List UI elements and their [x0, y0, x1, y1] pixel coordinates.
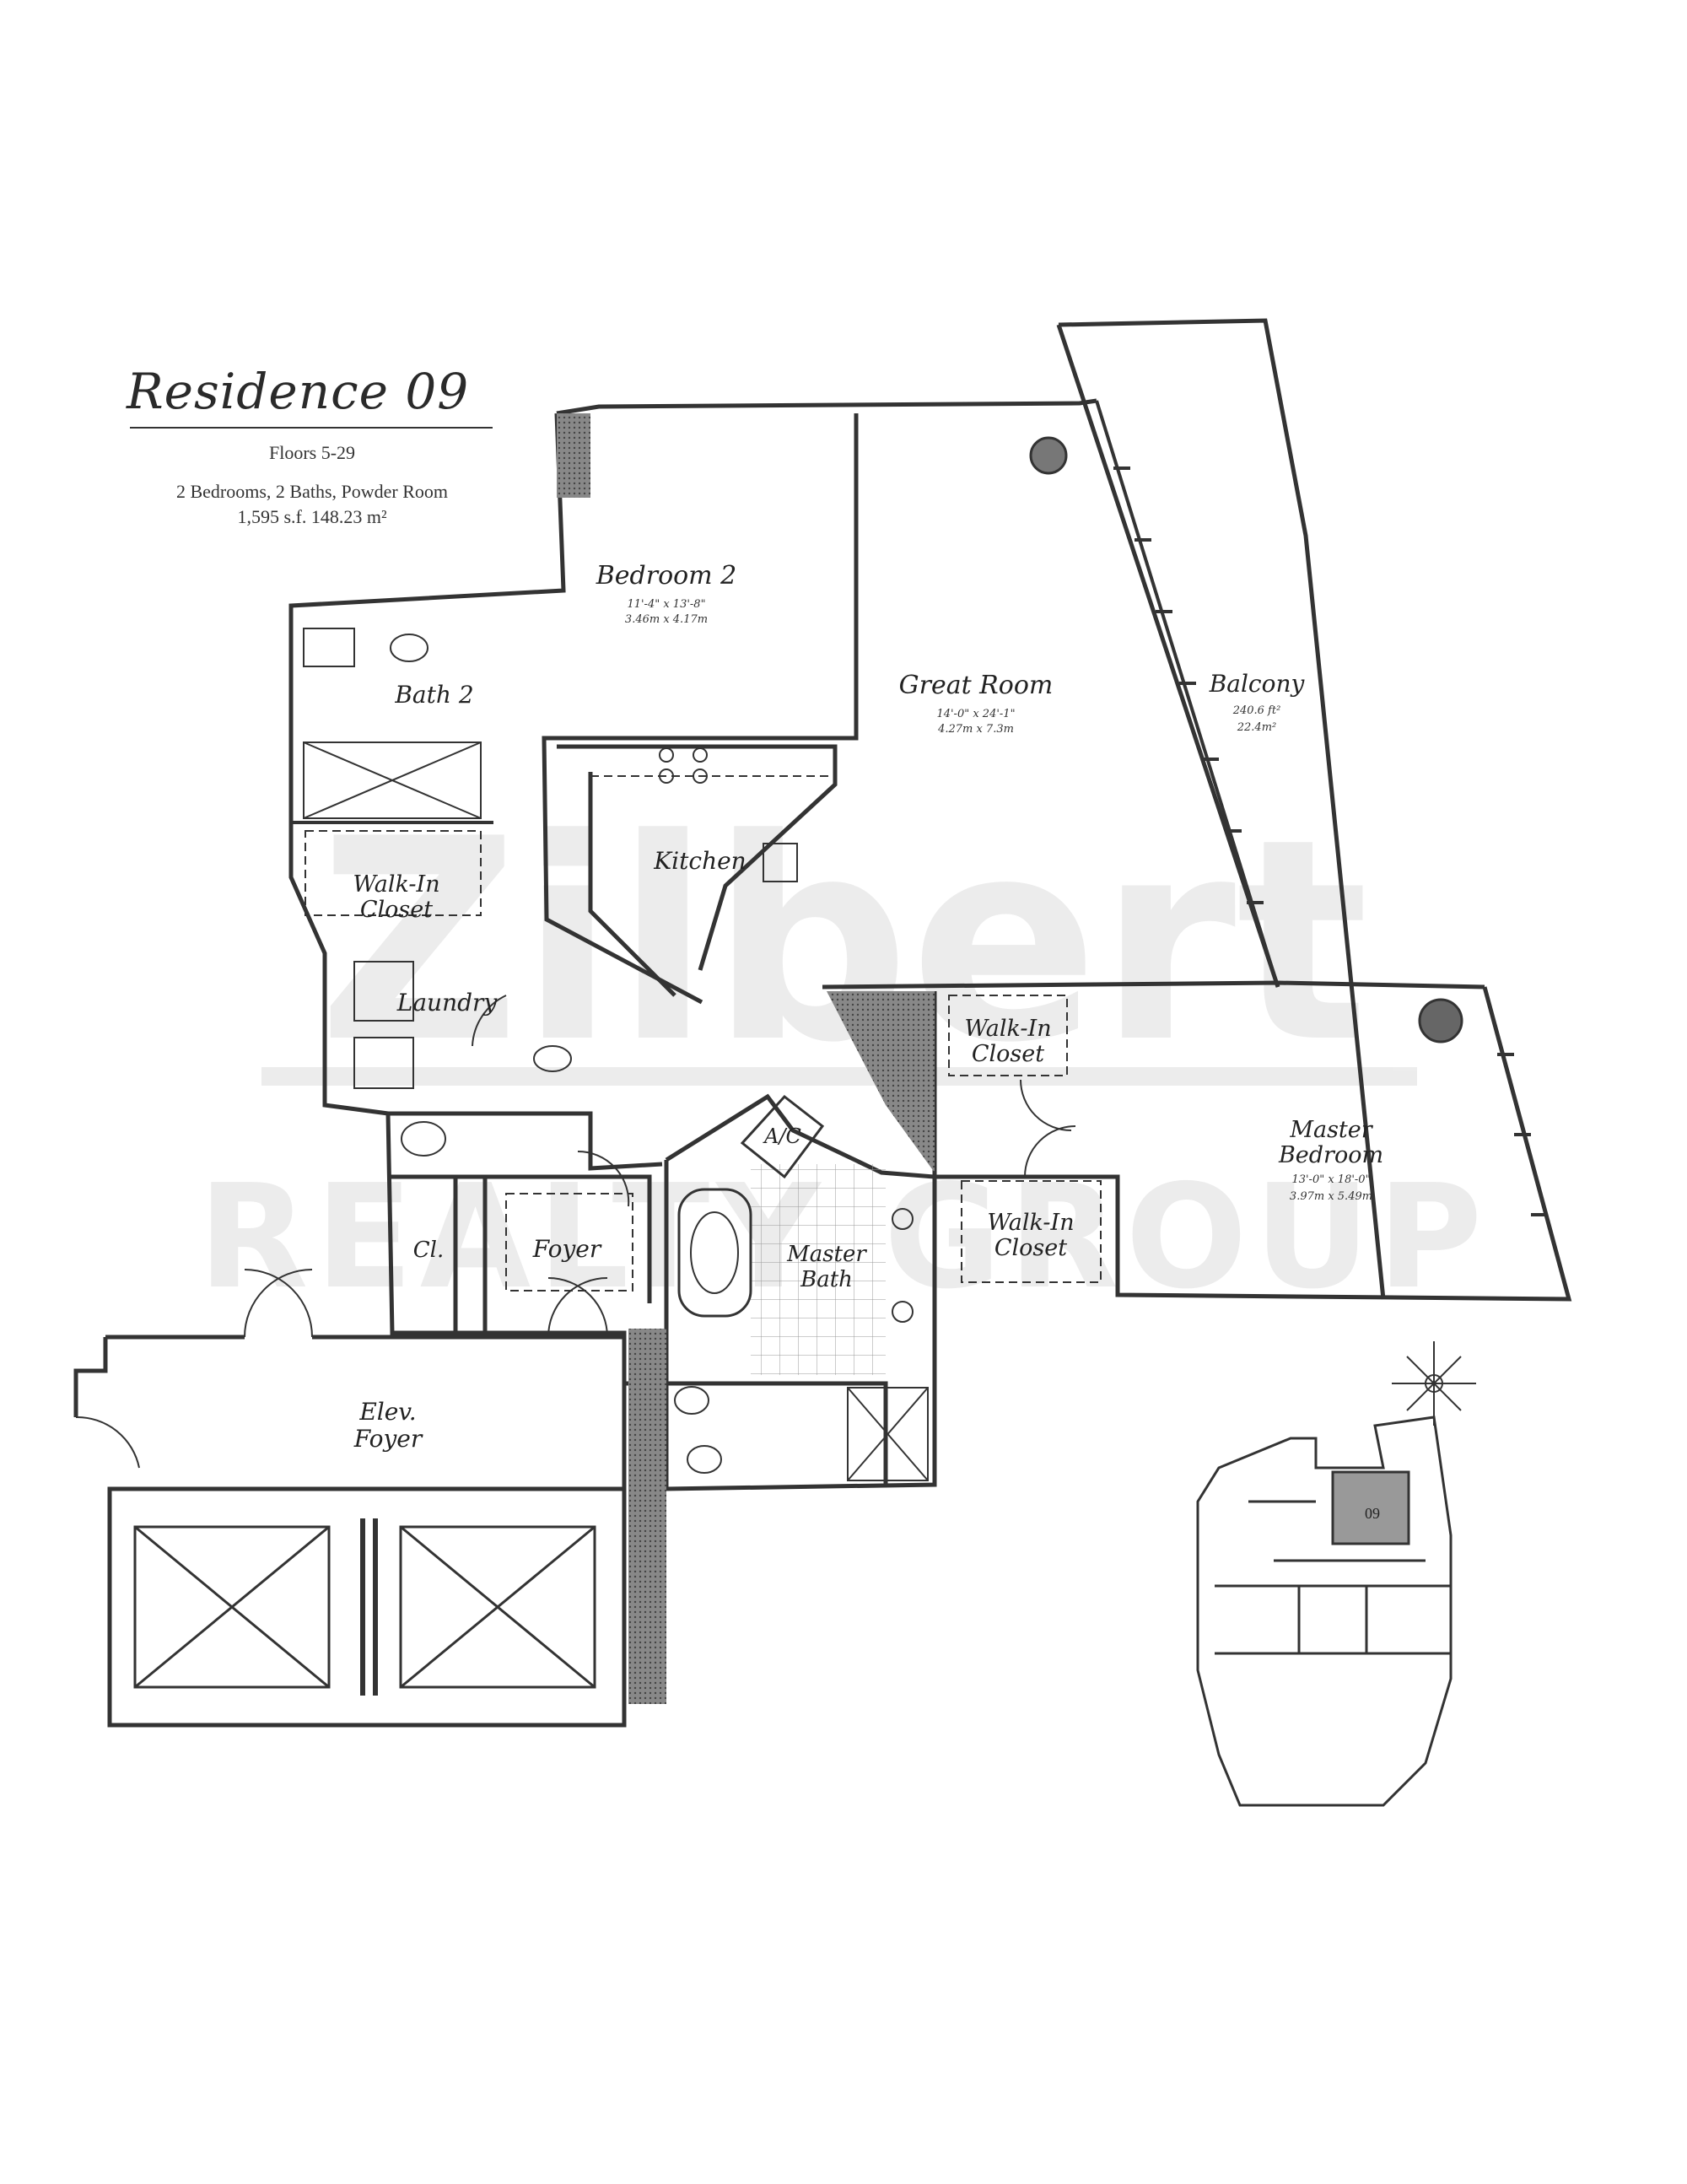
master-bedroom-label-l2: Bedroom	[1278, 1142, 1383, 1168]
core-walls	[388, 1111, 663, 1333]
bedroom2-walls	[542, 413, 859, 1005]
walkin-closet-1-label-l2: Closet	[360, 897, 433, 923]
master-bath-fixtures	[674, 1094, 929, 1481]
bath2-label: Bath 2	[394, 681, 473, 709]
walkin-closet-3-label-l2: Closet	[994, 1235, 1067, 1261]
master-bath-walls	[664, 1093, 937, 1491]
balcony-dim-ft: 240.6 ft²	[1232, 704, 1281, 717]
walkin-closet-3-label-l1: Walk-In	[987, 1210, 1074, 1236]
round-column-2	[1418, 998, 1463, 1043]
great-room-label: Great Room	[899, 671, 1054, 700]
great-room-dim-m: 4.27m x 7.3m	[937, 723, 1014, 736]
elevators	[133, 1518, 596, 1696]
column-north	[557, 413, 590, 498]
elev-foyer-label-l1: Elev.	[358, 1398, 416, 1426]
unit-area: 1,595 s.f. 148.23 m²	[237, 506, 387, 527]
room-labels: Bedroom 2 11'-4" x 13'-8" 3.46m x 4.17m …	[353, 561, 1383, 1453]
column-closet	[827, 991, 935, 1173]
floors-label: Floors 5-29	[268, 442, 356, 463]
key-plan: 09	[1196, 1416, 1453, 1807]
great-room-dim-ft: 14'-0" x 24'-1"	[936, 708, 1015, 720]
door-swings	[75, 995, 1076, 1469]
elevator-car-2	[399, 1525, 596, 1689]
walkin-closet-2-label-l2: Closet	[972, 1041, 1044, 1067]
bath2-fixtures	[291, 628, 493, 824]
master-bath-label-l1: Master	[786, 1242, 867, 1267]
walkin-closet-2-label-l1: Walk-In	[964, 1016, 1051, 1042]
master-bedroom-dim-ft: 13'-0" x 18'-0"	[1291, 1173, 1370, 1186]
kitchen-counter	[557, 744, 838, 997]
master-bedroom-label-l1: Master	[1289, 1117, 1373, 1143]
laundry-fixtures	[353, 961, 572, 1157]
bedroom2-label: Bedroom 2	[596, 561, 737, 590]
foyer-label: Foyer	[532, 1235, 602, 1263]
residence-title: Residence 09	[127, 363, 470, 420]
east-wall	[1056, 318, 1386, 1300]
kitchen-label: Kitchen	[653, 847, 746, 875]
round-column-1	[1029, 436, 1068, 475]
elevator-foyer-walls	[73, 1335, 627, 1704]
title-block: Residence 09 Floors 5-29 2 Bedrooms, 2 B…	[127, 363, 498, 530]
key-plan-unit-label: 09	[1365, 1505, 1380, 1522]
bedroom2-dim-m: 3.46m x 4.17m	[625, 613, 708, 626]
balcony-rail	[1095, 400, 1548, 1216]
watermark-logo: Zilbert	[318, 779, 1369, 1103]
closet-label: Cl.	[413, 1238, 444, 1263]
compass-icon	[1392, 1341, 1476, 1426]
title-rule	[130, 427, 493, 429]
structural-columns	[557, 413, 935, 1704]
walkin-closet-1-label-l1: Walk-In	[353, 871, 439, 898]
elevator-car-1	[133, 1525, 331, 1689]
column-shaft	[628, 1329, 666, 1704]
master-bedroom-dim-m: 3.97m x 5.49m	[1290, 1190, 1372, 1203]
master-bath-label-l2: Bath	[800, 1267, 853, 1292]
elev-foyer-label-l2: Foyer	[353, 1425, 423, 1453]
balcony-dim-m: 22.4m²	[1237, 721, 1276, 734]
ac-label: A/C	[763, 1124, 801, 1148]
bedroom2-dim-ft: 11'-4" x 13'-8"	[627, 598, 705, 611]
unit-details: 2 Bedrooms, 2 Baths, Powder Room	[175, 481, 449, 502]
laundry-label: Laundry	[396, 989, 499, 1017]
closet-outlines	[305, 775, 1102, 1292]
balcony-label: Balcony	[1209, 670, 1306, 698]
exterior-wall	[288, 398, 1097, 1386]
key-plan-unit-highlight	[1331, 1470, 1410, 1545]
elevator-block	[107, 1486, 627, 1728]
